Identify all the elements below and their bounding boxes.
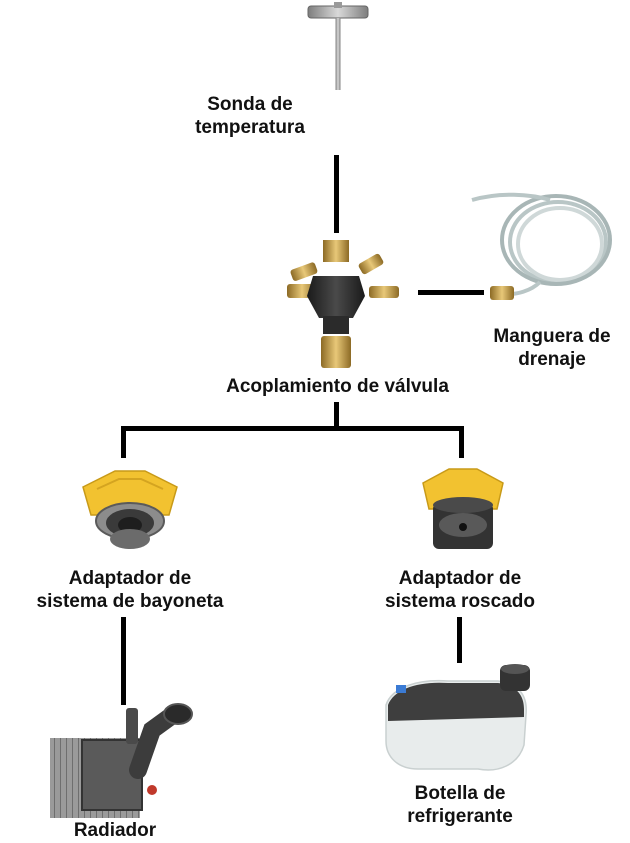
bottle-label-line2: refrigerante [407,806,513,827]
bottle-label: Botella de refrigerante [395,782,525,828]
bayonet-down-line [121,617,126,705]
probe-label-line1: Sonda de [207,94,293,115]
bayonet-label-line1: Adaptador de [68,568,192,589]
valve-coupling-icon [287,240,399,368]
coupling-label: Acoplamiento de válvula [210,375,465,398]
bayonet-adapter-icon [82,470,178,549]
radiator-label: Radiador [60,819,170,842]
branch-right-line [459,426,464,458]
probe-label: Sonda de temperatura [185,93,315,139]
coolant-bottle-icon [385,664,530,771]
temperature-probe-icon [307,2,369,90]
threaded-down-line [457,617,462,663]
bayonet-label-line2: sistema de bayoneta [36,591,224,612]
radiator-label-line1: Radiador [73,820,157,841]
hose-label-line1: Manguera de [493,326,611,347]
branch-horizontal-line [121,426,464,431]
threaded-label: Adaptador de sistema roscado [375,567,545,613]
threaded-label-line2: sistema roscado [385,591,535,612]
hose-connector-line [418,290,484,295]
hose-label-line2: drenaje [518,349,586,370]
radiator-icon [50,703,193,818]
threaded-adapter-icon [422,468,504,549]
coupling-down-line [334,402,339,428]
drain-hose-icon [471,192,612,300]
hose-label: Manguera de drenaje [482,325,622,371]
probe-label-line2: temperatura [195,117,305,138]
coupling-label-line1: Acoplamiento de válvula [226,376,449,397]
bayonet-label: Adaptador de sistema de bayoneta [35,567,225,613]
branch-left-line [121,426,126,458]
threaded-label-line1: Adaptador de [398,568,522,589]
bottle-label-line1: Botella de [414,783,506,804]
probe-connector-line [334,155,339,233]
